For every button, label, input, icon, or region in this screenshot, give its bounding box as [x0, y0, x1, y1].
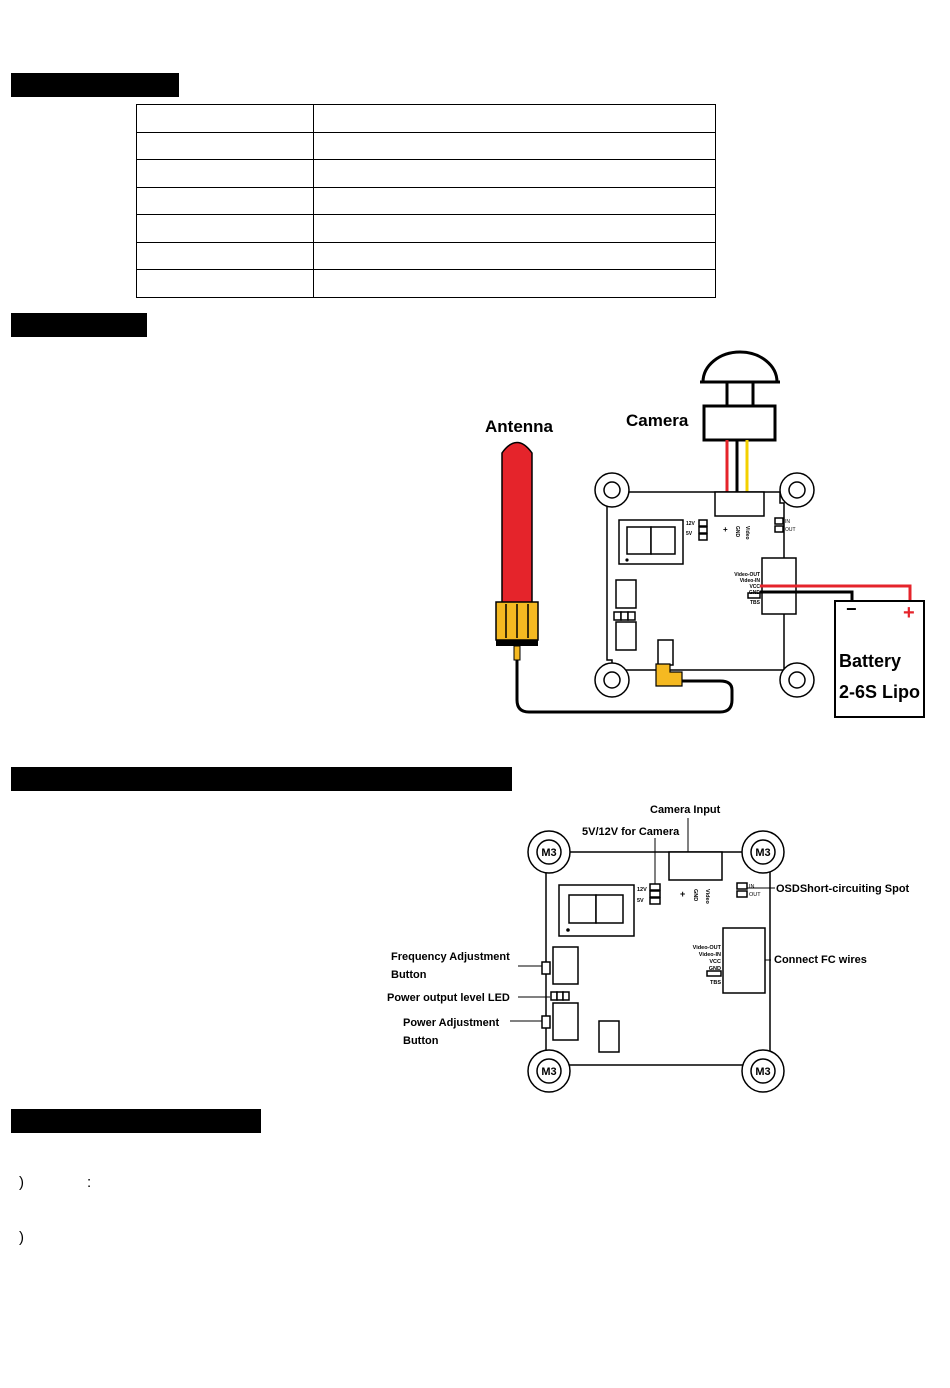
layout-fc-video-in-label: Video-IN	[699, 952, 721, 958]
layout-pin-plus-label: +	[680, 889, 685, 899]
spec-row	[136, 269, 716, 298]
camera-icon	[700, 350, 780, 442]
spec-value-cell	[313, 104, 716, 133]
osd-out-label: OUT	[785, 527, 796, 533]
spec-value-cell	[313, 159, 716, 188]
battery-wire-red	[760, 584, 912, 602]
section-header-bar-4	[11, 1109, 261, 1133]
battery-label-line2: 2-6S Lipo	[839, 682, 920, 702]
spec-value-cell	[313, 186, 716, 215]
osd-spot-label: OSDShort-circuiting Spot	[776, 883, 910, 895]
note-1-paren: )	[19, 1174, 24, 1191]
battery-minus-sign: −	[846, 599, 857, 619]
spec-row	[136, 214, 716, 243]
mount-hole-br-label: M3	[755, 1066, 770, 1078]
spec-name-cell	[136, 269, 314, 298]
note-2-paren: )	[19, 1229, 24, 1246]
fc-vcc-label: VCC	[749, 584, 760, 590]
layout-fc-vcc-label: VCC	[709, 959, 721, 965]
spec-name-cell	[136, 131, 314, 160]
spec-name-cell	[136, 214, 314, 243]
spec-value-cell	[313, 269, 716, 298]
spec-value-cell	[313, 131, 716, 160]
pin-video-label: Video	[744, 526, 750, 540]
layout-fc-tbs-label: TBS	[710, 980, 721, 986]
section-header-bar-3	[11, 767, 512, 791]
layout-fc-video-out-label: Video-OUT	[693, 945, 722, 951]
fc-video-out-label: Video-OUT	[734, 572, 760, 578]
layout-fc-gnd-label: GND	[709, 966, 721, 972]
battery-wire-black	[760, 590, 854, 602]
power-led-label: Power output level LED	[387, 992, 510, 1004]
layout-pin-gnd-label: GND	[692, 889, 698, 901]
note-1-colon: :	[87, 1174, 92, 1191]
antenna-cable	[515, 660, 734, 714]
power-button-label-2: Button	[403, 1035, 439, 1047]
spec-row	[136, 131, 716, 160]
freq-button-label-1: Frequency Adjustment	[391, 951, 510, 963]
pad-5v-label: 5V	[686, 531, 693, 537]
antenna-icon	[495, 441, 539, 661]
osd-in-label: IN	[785, 519, 790, 525]
camera-input-label: Camera Input	[650, 804, 721, 816]
pin-plus-label: +	[723, 525, 728, 534]
camera-label: Camera	[626, 411, 689, 430]
antenna-connector-icon	[655, 663, 683, 687]
spec-row	[136, 159, 716, 188]
spec-value-cell	[313, 214, 716, 243]
pad-12v-label: 12V	[686, 521, 696, 527]
freq-button-label-2: Button	[391, 969, 427, 981]
pin-gnd-label: GND	[734, 526, 740, 538]
board-small-labels: 12V 5V + GND Video IN OUT Video-OUT Vide…	[686, 519, 796, 606]
spec-row	[136, 104, 716, 133]
callout-lines	[510, 818, 775, 1022]
spec-row	[136, 186, 716, 215]
connect-fc-label: Connect FC wires	[774, 954, 867, 966]
spec-table	[136, 104, 716, 298]
mount-hole-tr-label: M3	[755, 847, 770, 859]
mount-hole-bl-label: M3	[541, 1066, 556, 1078]
layout-osd-in-label: IN	[749, 884, 755, 890]
layout-pad-5v-label: 5V	[637, 898, 644, 904]
battery-plus-sign: +	[903, 602, 915, 624]
fc-tbs-label: TBS	[750, 600, 761, 606]
battery-label-line1: Battery	[839, 651, 901, 671]
section-header-bar-2	[11, 313, 147, 337]
section-header-bar-1	[11, 73, 179, 97]
layout-osd-out-label: OUT	[749, 892, 761, 898]
power-button-label-1: Power Adjustment	[403, 1017, 499, 1029]
layout-pad-12v-label: 12V	[637, 887, 647, 893]
spec-name-cell	[136, 186, 314, 215]
mount-hole-tl-label: M3	[541, 847, 556, 859]
fc-gnd-label: GND	[749, 590, 761, 596]
battery-icon	[834, 600, 925, 718]
camera-voltage-label: 5V/12V for Camera	[582, 826, 680, 838]
antenna-label: Antenna	[485, 417, 554, 436]
layout-pin-video-label: Video	[704, 889, 710, 905]
spec-name-cell	[136, 159, 314, 188]
fc-video-in-label: Video-IN	[740, 578, 761, 584]
